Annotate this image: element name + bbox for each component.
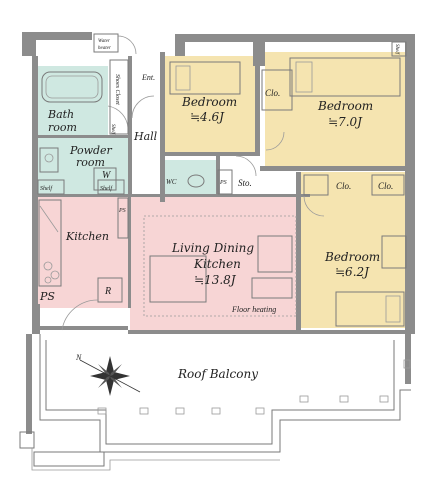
shelf-label-bedroom: Shelf <box>394 44 399 55</box>
ent-label: Ent. <box>141 73 155 82</box>
bedroom-6-2-name: Bedroom <box>324 250 380 264</box>
shelf-label-washer: Shelf <box>100 185 113 192</box>
bedroom-7-0-name: Bedroom <box>317 99 373 113</box>
fridge-label: R <box>104 286 111 297</box>
ldk-fill <box>130 196 300 330</box>
bedroom-4-6-size: ≒4.6J <box>190 110 225 124</box>
bath-line1: Bath <box>47 108 74 121</box>
bedroom-fill-7-0 <box>265 52 411 170</box>
ldk-size: ≒13.8J <box>194 273 237 287</box>
shelf-label-hall: Shelf <box>110 124 115 135</box>
bathtub <box>41 71 103 103</box>
room-fills <box>37 52 411 330</box>
bedroom-4-6-name: Bedroom <box>181 95 237 109</box>
roof-balcony-label: Roof Balcony <box>177 367 258 381</box>
powder-line2: room <box>76 156 105 169</box>
hall-label: Hall <box>133 130 158 143</box>
ps-label-kitchen: PS <box>118 208 126 214</box>
washer-label: W <box>102 170 112 181</box>
powder-fill <box>38 137 128 195</box>
wc-label: WC <box>166 178 177 186</box>
compass-rose-icon: N <box>75 353 141 396</box>
wc-fill <box>163 160 218 196</box>
bedroom-fill-6-2 <box>300 196 411 328</box>
ldk-name-line2: Kitchen <box>193 257 241 271</box>
clo-label-2: Clo. <box>336 181 351 191</box>
walls <box>22 32 415 434</box>
ps-label-corner: PS <box>39 290 55 303</box>
sto-label: Sto. <box>238 178 252 188</box>
floor-heating-label: Floor heating <box>231 305 276 314</box>
kitchen-label: Kitchen <box>65 230 109 243</box>
labels: Bedroom ≒4.6J Bedroom ≒7.0J Bedroom ≒6.2… <box>39 39 399 381</box>
kitchen-fill <box>37 196 130 308</box>
shelf-label-powder: Shelf <box>40 185 53 192</box>
ldk-name-line1: Living Dining <box>171 241 254 255</box>
water-heater-line1: Water <box>98 39 110 44</box>
powder-line1: Powder <box>69 144 113 157</box>
bath-line2: room <box>48 121 77 134</box>
closet-fill-row <box>298 172 411 196</box>
balcony-outline <box>19 334 411 471</box>
ps-label-wc: PS <box>219 180 227 186</box>
bedroom-6-2-size: ≒6.2J <box>335 265 370 279</box>
clo-label-bedroom-1: Clo. <box>265 88 280 98</box>
interior-details <box>37 33 407 331</box>
svg-text:N: N <box>75 353 82 362</box>
water-heater-line2: heater <box>98 46 111 51</box>
bedroom-7-0-size: ≒7.0J <box>328 115 363 129</box>
shoes-closet-label: Shoes Closet <box>114 74 120 105</box>
clo-label-3: Clo. <box>378 181 393 191</box>
